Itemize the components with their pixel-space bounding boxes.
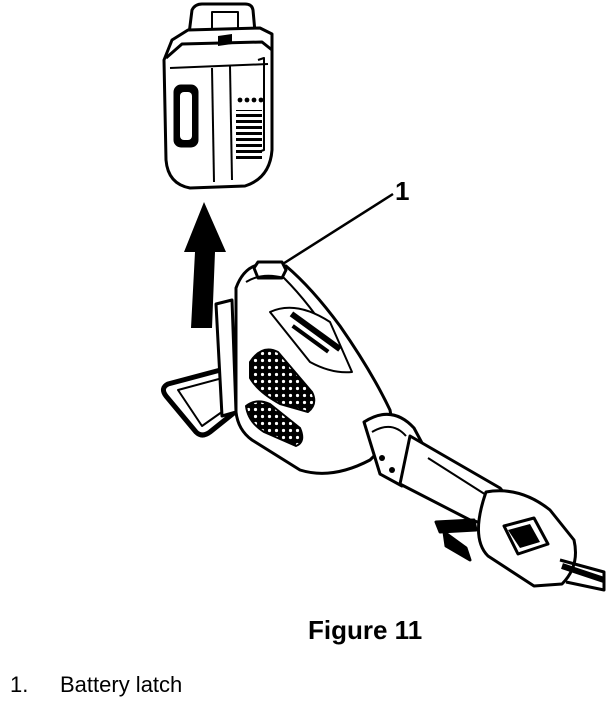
callout-number: 1 bbox=[395, 176, 410, 206]
battery-pack-icon bbox=[162, 2, 274, 190]
battery-removal-illustration bbox=[160, 2, 606, 592]
figure-caption: Figure 11 bbox=[308, 615, 423, 645]
legend-item-label: Battery latch bbox=[60, 672, 183, 697]
legend-item: 1. Battery latch bbox=[10, 674, 182, 696]
legend-item-number: 1. bbox=[10, 672, 29, 697]
lift-arrow-icon bbox=[184, 202, 226, 328]
callout-leader-line bbox=[277, 192, 394, 269]
figure-legend: 1. Battery latch bbox=[10, 674, 182, 696]
trimmer-handle-icon bbox=[160, 260, 606, 592]
